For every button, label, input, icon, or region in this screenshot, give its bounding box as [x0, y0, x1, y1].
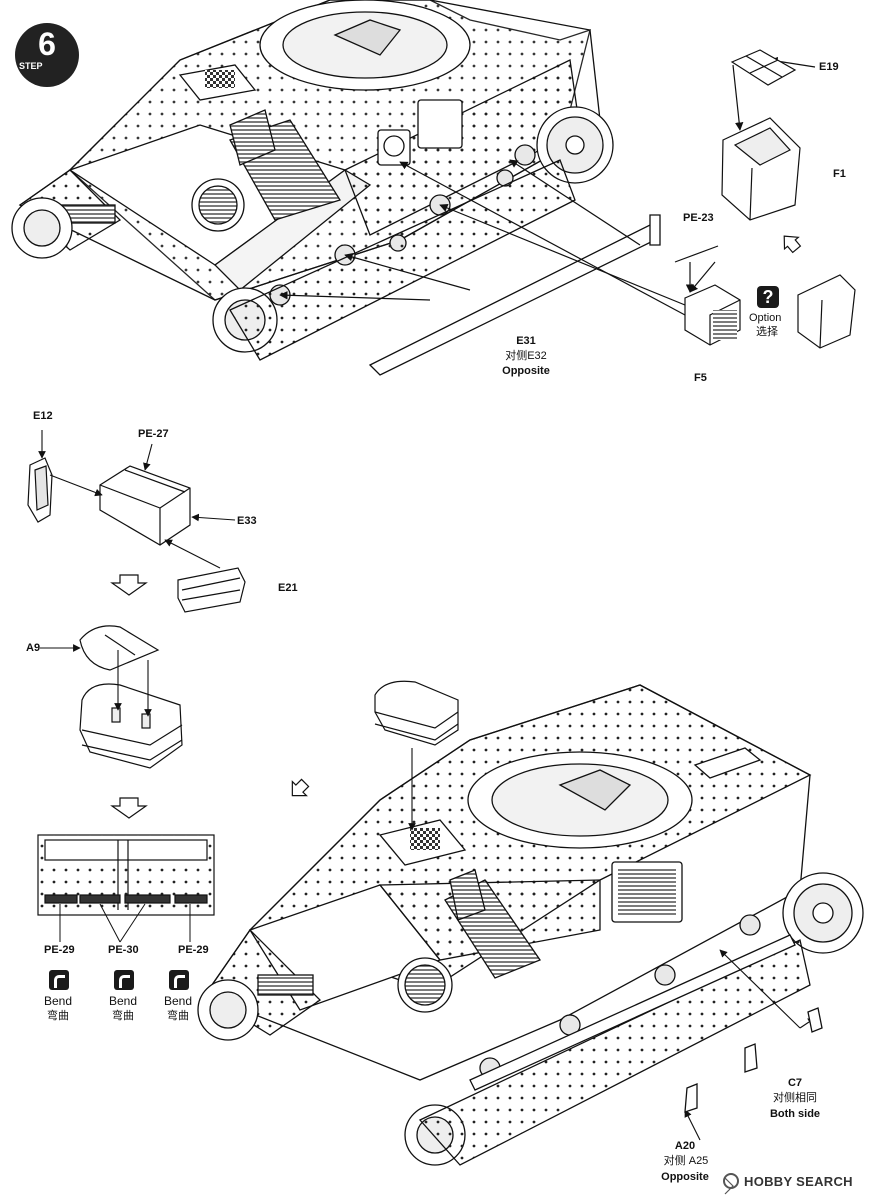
label-e31-cn: 对侧E32 — [505, 350, 547, 362]
top-tank-hull — [11, 0, 661, 376]
rear-plate — [37, 834, 215, 916]
label-pe27: PE-27 — [138, 428, 169, 440]
bend-cn-2: 弯曲 — [112, 1010, 134, 1022]
top-assembly-arrows — [279, 57, 816, 316]
part-a9-assembly — [79, 625, 183, 769]
label-pe30: PE-30 — [108, 944, 139, 956]
step-number: 6 — [38, 26, 56, 62]
part-f1 — [721, 117, 801, 221]
hollow-arrow-3 — [110, 797, 148, 819]
sub-assembly-e12-e33 — [27, 457, 246, 613]
label-option-cn: 选择 — [756, 326, 778, 338]
part-f5 — [674, 245, 741, 346]
label-e19: E19 — [819, 61, 839, 73]
label-f5: F5 — [694, 372, 707, 384]
label-e12: E12 — [33, 410, 53, 422]
bottom-tank-hull — [197, 684, 864, 1166]
bend-icon-3 — [169, 970, 189, 990]
parts-c7-a20 — [684, 1007, 823, 1113]
sub-assembly-arrows — [38, 430, 236, 569]
step-word: STEP — [19, 61, 43, 71]
label-c7-en: Both side — [769, 1108, 821, 1120]
bend-cn-3: 弯曲 — [167, 1010, 189, 1022]
hollow-arrow-2 — [110, 574, 148, 596]
option-question-icon: ? — [757, 286, 779, 308]
label-f1: F1 — [833, 168, 846, 180]
watermark-text: HOBBY SEARCH — [744, 1174, 853, 1189]
label-pe29-left: PE-29 — [44, 944, 75, 956]
bend-label-2: Bend — [109, 994, 138, 1008]
bend-icon-2 — [114, 970, 134, 990]
label-option: Option — [749, 312, 782, 324]
label-e31-en: Opposite — [502, 365, 550, 377]
bend-label-3: Bend — [164, 994, 193, 1008]
label-e31: E31 — [516, 335, 536, 347]
label-c7-cn: 对侧相同 — [773, 1092, 817, 1104]
bend-label-1: Bend — [44, 994, 73, 1008]
part-option-result — [797, 274, 856, 349]
label-e33: E33 — [237, 515, 257, 527]
label-e21: E21 — [278, 582, 298, 594]
step-badge: 6 STEP — [15, 23, 79, 87]
label-pe23: PE-23 — [683, 212, 714, 224]
part-e19 — [730, 49, 797, 86]
fitted-turret — [374, 680, 459, 746]
label-a20-cn: 对侧 A25 — [663, 1155, 709, 1167]
label-pe29-right: PE-29 — [178, 944, 209, 956]
hollow-arrow-1 — [783, 235, 802, 254]
label-c7: C7 — [787, 1077, 803, 1089]
label-a20-en: Opposite — [661, 1171, 709, 1183]
a9-arrows — [40, 644, 152, 717]
bend-cn-1: 弯曲 — [47, 1010, 69, 1022]
pe-leader-lines — [59, 903, 191, 943]
label-a9: A9 — [26, 642, 41, 654]
hollow-arrow-4 — [291, 778, 310, 797]
label-a20: A20 — [674, 1140, 696, 1152]
watermark-circle-icon — [723, 1173, 739, 1189]
bend-icon-1 — [49, 970, 69, 990]
